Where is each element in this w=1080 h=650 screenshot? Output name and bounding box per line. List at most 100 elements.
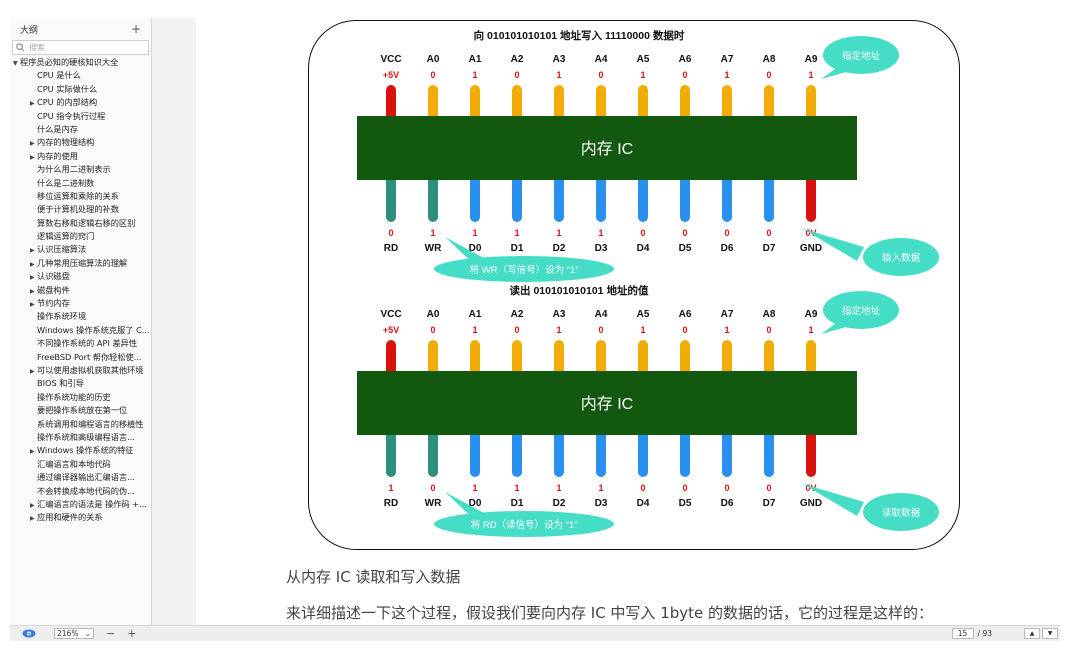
outline-item[interactable]: ▶认识磁盘 <box>10 270 151 283</box>
zoom-select[interactable]: 216% ⌄ <box>54 628 94 639</box>
top-pin-name: A5 <box>637 309 650 320</box>
bottom-pin-gnd <box>806 174 816 222</box>
callout-signal-text: 将 RD（读信号）设为 “1” <box>471 519 578 531</box>
outline-item[interactable]: 逻辑运算的窍门 <box>10 230 151 243</box>
disclosure-closed-icon[interactable]: ▶ <box>30 140 35 148</box>
disclosure-open-icon[interactable]: ▼ <box>13 60 18 67</box>
outline-item[interactable]: 移位运算和乘除的关系 <box>10 190 151 203</box>
top-pin-value: 1 <box>640 70 645 80</box>
outline-item-label: 什么是二进制数 <box>37 177 95 188</box>
outline-item[interactable]: ▶可以使用虚拟机获取其他环境 <box>10 364 151 377</box>
outline-item[interactable]: 操作系统环境 <box>10 310 151 323</box>
page-number-input[interactable]: 15 <box>951 628 974 639</box>
callout-data-bubble <box>863 493 939 531</box>
top-pin-value: 0 <box>598 325 603 335</box>
bottom-pin-wr <box>428 174 438 222</box>
disclosure-closed-icon[interactable]: ▶ <box>30 153 35 161</box>
outline-item[interactable]: 不会转换成本地代码的伪... <box>10 485 151 498</box>
outline-item[interactable]: 什么是二进制数 <box>10 177 151 190</box>
top-pin-name: A0 <box>427 309 440 320</box>
bottom-pin-name: D3 <box>595 243 608 254</box>
next-page-button[interactable]: ▼ <box>1042 628 1058 639</box>
panel-title: 向 010101010101 地址写入 11110000 数据时 <box>474 29 685 42</box>
memory-ic-chip <box>357 116 857 180</box>
add-outline-button[interactable]: + <box>130 22 141 36</box>
outline-item-label: 汇编语言的语法是 操作码 +... <box>37 498 147 509</box>
outline-item[interactable]: ▶内存的物理结构 <box>10 136 151 149</box>
outline-item[interactable]: 什么是内存 <box>10 123 151 136</box>
outline-item-label: 内存的使用 <box>37 150 78 161</box>
disclosure-closed-icon[interactable]: ▶ <box>30 100 35 108</box>
zoom-in-button[interactable]: + <box>127 627 137 640</box>
outline-item[interactable]: 操作系统和高级编程语言... <box>10 431 151 444</box>
top-pin-value: 0 <box>514 325 519 335</box>
outline-item[interactable]: Windows 操作系统克服了 C... <box>10 324 151 337</box>
callout-data-bubble <box>863 238 939 276</box>
bottom-pin-d5 <box>680 174 690 222</box>
outline-item[interactable]: ▶节约内存 <box>10 297 151 310</box>
outline-item[interactable]: 系统调用和编程语言的移植性 <box>10 418 151 431</box>
top-pin-value: 1 <box>724 70 729 80</box>
top-pin-value: 0 <box>682 325 687 335</box>
outline-item-label: 几种常用压缩算法的理解 <box>37 257 128 268</box>
bottom-pin-value: 0 <box>388 228 393 238</box>
bottom-pin-value: 1 <box>430 228 435 238</box>
outline-item[interactable]: ▼程序员必知的硬核知识大全 <box>10 56 151 69</box>
outline-item[interactable]: ▶磁盘构件 <box>10 284 151 297</box>
outline-item[interactable]: CPU 指令执行过程 <box>10 110 151 123</box>
top-pin-name: VCC <box>380 309 401 320</box>
previous-page-button[interactable]: ▲ <box>1024 628 1040 639</box>
bottom-pin-value: 0 <box>640 228 645 238</box>
outline-item[interactable]: 不同操作系统的 API 差异性 <box>10 337 151 350</box>
outline-item[interactable]: ▶Windows 操作系统的特征 <box>10 444 151 457</box>
outline-item[interactable]: 为什么用二进制表示 <box>10 163 151 176</box>
outline-item[interactable]: CPU 是什么 <box>10 69 151 82</box>
top-pin-name: VCC <box>380 54 401 65</box>
disclosure-closed-icon[interactable]: ▶ <box>30 274 35 282</box>
bottom-pin-rd <box>386 174 396 222</box>
outline-item[interactable]: CPU 实际做什么 <box>10 83 151 96</box>
disclosure-closed-icon[interactable]: ▶ <box>30 448 35 456</box>
outline-item[interactable]: 汇编语言和本地代码 <box>10 458 151 471</box>
outline-item[interactable]: 便于计算机处理的补数 <box>10 203 151 216</box>
outline-item[interactable]: 算数右移和逻辑右移的区别 <box>10 217 151 230</box>
outline-item-label: 程序员必知的硬核知识大全 <box>20 57 119 67</box>
top-pin-name: A8 <box>763 309 776 320</box>
bottom-pin-d3 <box>596 429 606 477</box>
eye-icon[interactable] <box>22 629 36 638</box>
top-pin-name: A6 <box>679 54 692 65</box>
disclosure-closed-icon[interactable]: ▶ <box>30 287 35 295</box>
outline-item[interactable]: ▶应用和硬件的关系 <box>10 511 151 524</box>
outline-item[interactable]: ▶认识压缩算法 <box>10 243 151 256</box>
bottom-pin-value: 0 <box>724 483 729 493</box>
outline-item-label: 要把操作系统放在第一位 <box>37 405 128 416</box>
zoom-value: 216% <box>57 629 79 638</box>
outline-item-label: 便于计算机处理的补数 <box>37 204 119 215</box>
top-pin-value: 0 <box>766 70 771 80</box>
outline-item[interactable]: ▶内存的使用 <box>10 150 151 163</box>
outline-item[interactable]: 通过编译器输出汇编语言... <box>10 471 151 484</box>
outline-item[interactable]: 要把操作系统放在第一位 <box>10 404 151 417</box>
disclosure-closed-icon[interactable]: ▶ <box>30 515 35 523</box>
disclosure-closed-icon[interactable]: ▶ <box>30 501 35 509</box>
top-pin-value: 1 <box>556 325 561 335</box>
outline-item[interactable]: ▶几种常用压缩算法的理解 <box>10 257 151 270</box>
outline-item[interactable]: FreeBSD Port 帮你轻松使... <box>10 351 151 364</box>
outline-item[interactable]: 操作系统功能的历史 <box>10 391 151 404</box>
zoom-out-button[interactable]: − <box>106 627 116 640</box>
disclosure-closed-icon[interactable]: ▶ <box>30 367 35 375</box>
bottom-pin-wr <box>428 429 438 477</box>
outline-item-label: 通过编译器输出汇编语言... <box>37 472 135 483</box>
outline-item[interactable]: ▶汇编语言的语法是 操作码 +... <box>10 498 151 511</box>
bottom-pin-value: 1 <box>598 228 603 238</box>
disclosure-closed-icon[interactable]: ▶ <box>30 260 35 268</box>
top-pin-name: A0 <box>427 54 440 65</box>
outline-item[interactable]: ▶CPU 的内部结构 <box>10 96 151 109</box>
disclosure-closed-icon[interactable]: ▶ <box>30 247 35 255</box>
disclosure-closed-icon[interactable]: ▶ <box>30 301 35 309</box>
outline-search-input[interactable]: 搜索 <box>12 40 149 55</box>
top-pin-value: 0 <box>430 325 435 335</box>
outline-item[interactable]: BIOS 和引导 <box>10 377 151 390</box>
